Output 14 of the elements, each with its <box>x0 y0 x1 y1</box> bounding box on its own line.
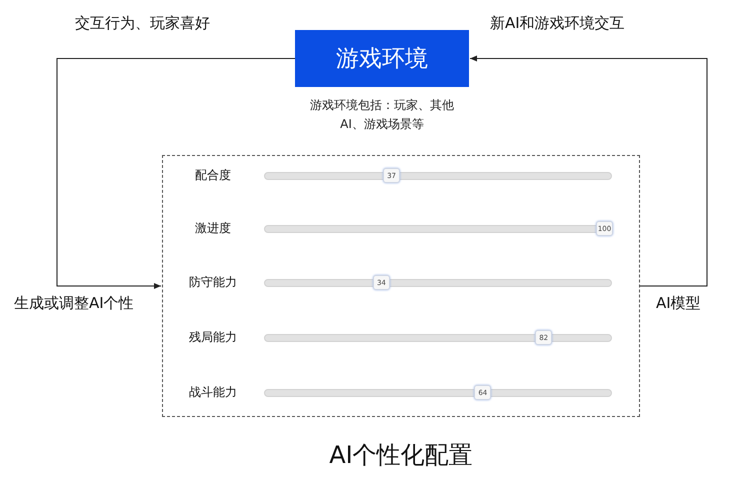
annotation-text: 生成或调整AI个性 <box>14 294 134 313</box>
slider-label: 防守能力 <box>188 274 238 291</box>
arrow <box>470 56 708 286</box>
slider-label: 激进度 <box>194 220 232 237</box>
edge-label: 交互行为、玩家喜好 <box>75 14 210 33</box>
slider-label: 残局能力 <box>188 329 238 346</box>
annotation-text: AI模型 <box>656 294 701 313</box>
node-caption: 游戏环境包括：玩家、其他AI、游戏场景等 <box>309 97 455 133</box>
slider-label: 战斗能力 <box>188 384 238 401</box>
slider-label: 配合度 <box>194 167 232 184</box>
process-box: 游戏环境 <box>295 30 469 87</box>
arrow <box>56 58 296 289</box>
container-title: AI个性化配置 <box>328 440 474 471</box>
edge-label: 新AI和游戏环境交互 <box>490 14 625 33</box>
